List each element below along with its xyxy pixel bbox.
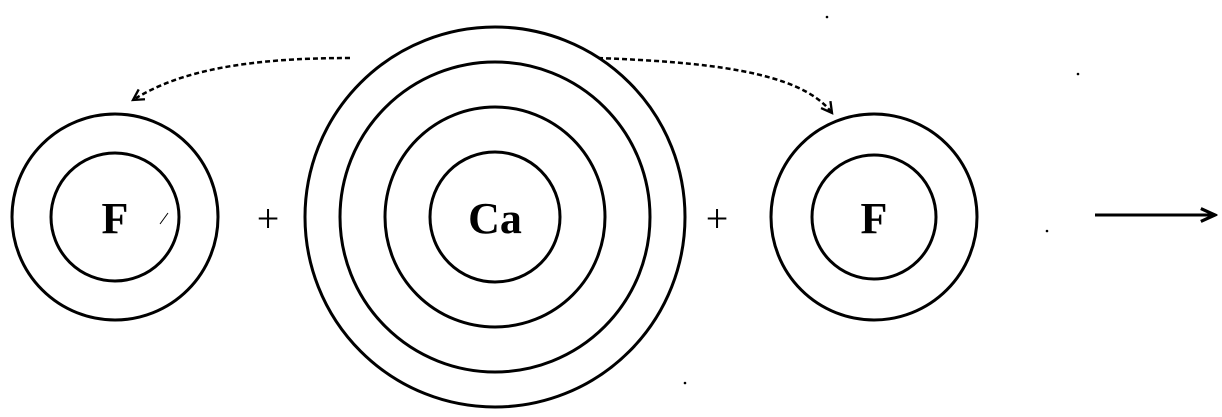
fluorine-atom-left: F (10, 112, 220, 322)
speck (825, 15, 829, 19)
electron-transfer-arrow-left (133, 56, 351, 100)
speck (159, 212, 169, 225)
shell-3 (338, 60, 652, 374)
speck (683, 381, 687, 385)
atom-symbol: F (861, 194, 888, 243)
plus-sign: + (257, 196, 280, 241)
shell-1 (428, 150, 562, 284)
fluorine-atom-right: F (769, 112, 979, 322)
inner-shell (810, 153, 938, 281)
shell-4 (303, 25, 687, 409)
plus-sign: + (706, 196, 729, 241)
atom-symbol: Ca (468, 194, 522, 243)
outer-shell (10, 112, 220, 322)
outer-shell (769, 112, 979, 322)
speck (1076, 72, 1080, 76)
atom-symbol: F (102, 194, 129, 243)
speck (1045, 229, 1049, 233)
inner-shell (49, 151, 181, 283)
calcium-atom: Ca (303, 25, 687, 409)
shell-2 (383, 105, 607, 329)
electron-transfer-arrow-right (597, 56, 832, 113)
